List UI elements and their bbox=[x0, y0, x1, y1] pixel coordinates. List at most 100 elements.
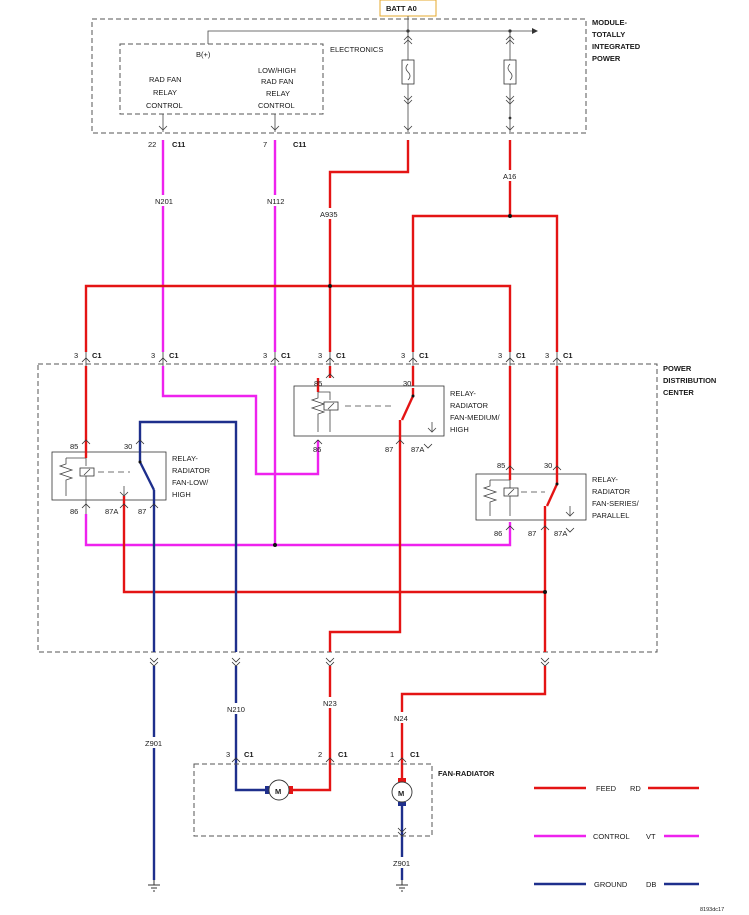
legend: FEED RD CONTROL VT GROUND DB bbox=[534, 784, 699, 889]
lowhigh-ctrl-3: RELAY bbox=[266, 89, 290, 98]
wire-a16-branch bbox=[411, 214, 559, 352]
relay-ser-name-3: FAN-SERIES/ bbox=[592, 499, 640, 508]
relay-med-name-4: HIGH bbox=[450, 425, 469, 434]
pdc-conn: C1 bbox=[169, 351, 179, 360]
pdc-pin-num: 3 bbox=[401, 351, 405, 360]
fan-radiator-title: FAN-RADIATOR bbox=[438, 769, 495, 778]
relay-med-p85: 85 bbox=[314, 379, 322, 388]
pdc-conn: C1 bbox=[563, 351, 573, 360]
tipm-title-4: POWER bbox=[592, 54, 621, 63]
pdc-conn: C1 bbox=[336, 351, 346, 360]
fan-pin1-conn: C1 bbox=[410, 750, 420, 759]
output-med-87 bbox=[328, 440, 402, 652]
ground-icon bbox=[148, 884, 160, 892]
tipm-pin1-conn: C11 bbox=[172, 140, 185, 149]
pdc-output-pins bbox=[149, 657, 550, 667]
legend-ground-label: GROUND bbox=[594, 880, 628, 889]
ground-low-30 bbox=[138, 420, 238, 652]
relay-med-p30: 30 bbox=[403, 379, 411, 388]
fan-pin2-conn: C1 bbox=[338, 750, 348, 759]
relay-low-p87: 87 bbox=[138, 507, 146, 516]
pdc-pin-num: 3 bbox=[151, 351, 155, 360]
circuit-n24-label: N24 bbox=[394, 714, 408, 723]
relay-low-high bbox=[51, 451, 167, 514]
circuit-n210-label: N210 bbox=[227, 705, 245, 714]
lowhigh-ctrl-2: RAD FAN bbox=[261, 77, 294, 86]
ctrl-n201-internal bbox=[161, 366, 320, 476]
wire-n24 bbox=[400, 666, 547, 780]
ctrl-86-bus bbox=[84, 514, 512, 547]
relay-ser-p87a: 87A bbox=[554, 529, 567, 538]
circuit-z901b-label: Z901 bbox=[393, 859, 410, 868]
tipm-title-3: INTEGRATED bbox=[592, 42, 641, 51]
relay-medium-high bbox=[293, 385, 445, 440]
legend-feed-label: FEED bbox=[596, 784, 617, 793]
relay-low-name-1: RELAY- bbox=[172, 454, 198, 463]
splice-a935 bbox=[328, 284, 332, 288]
fan-pin3-num: 3 bbox=[226, 750, 230, 759]
circuit-z901-label: Z901 bbox=[145, 739, 162, 748]
pdc-title-1: POWER bbox=[663, 364, 692, 373]
legend-control-code: VT bbox=[646, 832, 656, 841]
pdc-conn: C1 bbox=[92, 351, 102, 360]
legend-feed-code: RD bbox=[630, 784, 641, 793]
pdc-pin-num: 3 bbox=[74, 351, 78, 360]
wire-n210 bbox=[234, 666, 270, 792]
footer-code: 8193dc17 bbox=[700, 907, 724, 913]
motor-icon bbox=[391, 781, 413, 803]
relay-med-name-2: RADIATOR bbox=[450, 401, 489, 410]
pdc-conn: C1 bbox=[516, 351, 526, 360]
circuit-n201-label: N201 bbox=[155, 197, 173, 206]
motor-2-label: M bbox=[398, 789, 404, 798]
tipm-title-1: MODULE- bbox=[592, 18, 627, 27]
motor-1-label: M bbox=[275, 787, 281, 796]
relay-low-name-4: HIGH bbox=[172, 490, 191, 499]
relay-med-name-3: FAN-MEDIUM/ bbox=[450, 413, 500, 422]
pdc-pin-num: 3 bbox=[545, 351, 549, 360]
splice-a16 bbox=[508, 214, 512, 218]
relay-ser-p87: 87 bbox=[528, 529, 536, 538]
relay-med-p87a: 87A bbox=[411, 445, 424, 454]
fan-pin3-conn: C1 bbox=[244, 750, 254, 759]
lowhigh-ctrl-1: LOW/HIGH bbox=[258, 66, 296, 75]
relay-low-p86: 86 bbox=[70, 507, 78, 516]
ground-icon bbox=[396, 884, 408, 892]
relay-med-name-1: RELAY- bbox=[450, 389, 476, 398]
relay-ser-name-4: PARALLEL bbox=[592, 511, 629, 520]
output-87a-bus bbox=[122, 514, 545, 594]
legend-ground-code: DB bbox=[646, 880, 656, 889]
pdc-outline bbox=[37, 363, 658, 653]
tipm-pin1-num: 22 bbox=[148, 140, 156, 149]
relay-ser-p86: 86 bbox=[494, 529, 502, 538]
fan-radiator-outline bbox=[193, 763, 433, 837]
relay-ser-name-2: RADIATOR bbox=[592, 487, 631, 496]
circuit-a935-label: A935 bbox=[320, 210, 338, 219]
circuit-n112-label: N112 bbox=[267, 197, 284, 206]
wire-a935-branch bbox=[84, 284, 512, 352]
tipm-pin2-num: 7 bbox=[263, 140, 267, 149]
splice-ctrl bbox=[273, 543, 277, 547]
relay-low-p85: 85 bbox=[70, 442, 78, 451]
circuit-n23-label: N23 bbox=[323, 699, 337, 708]
bus-arrow-icon bbox=[532, 28, 538, 34]
bplus-bus bbox=[207, 30, 532, 44]
motor-icon bbox=[268, 779, 290, 801]
bplus-label: B(+) bbox=[196, 50, 211, 59]
pdc-pin-num: 3 bbox=[498, 351, 502, 360]
pdc-pin-num: 3 bbox=[318, 351, 322, 360]
circuit-a16-label: A16 bbox=[503, 172, 516, 181]
pdc-pin-num: 3 bbox=[263, 351, 267, 360]
relay-ser-p85: 85 bbox=[497, 461, 505, 470]
rad-fan-ctrl-3: CONTROL bbox=[146, 101, 183, 110]
electronics-label: ELECTRONICS bbox=[330, 45, 383, 54]
relay-low-name-3: FAN-LOW/ bbox=[172, 478, 209, 487]
pdc-title-3: CENTER bbox=[663, 388, 694, 397]
tipm-title-2: TOTALLY bbox=[592, 30, 625, 39]
legend-control-label: CONTROL bbox=[593, 832, 630, 841]
fan-pin2-num: 2 bbox=[318, 750, 322, 759]
pdc-conn: C1 bbox=[419, 351, 429, 360]
relay-low-name-2: RADIATOR bbox=[172, 466, 211, 475]
pdc-title-2: DISTRIBUTION bbox=[663, 376, 716, 385]
splice-out bbox=[543, 590, 547, 594]
